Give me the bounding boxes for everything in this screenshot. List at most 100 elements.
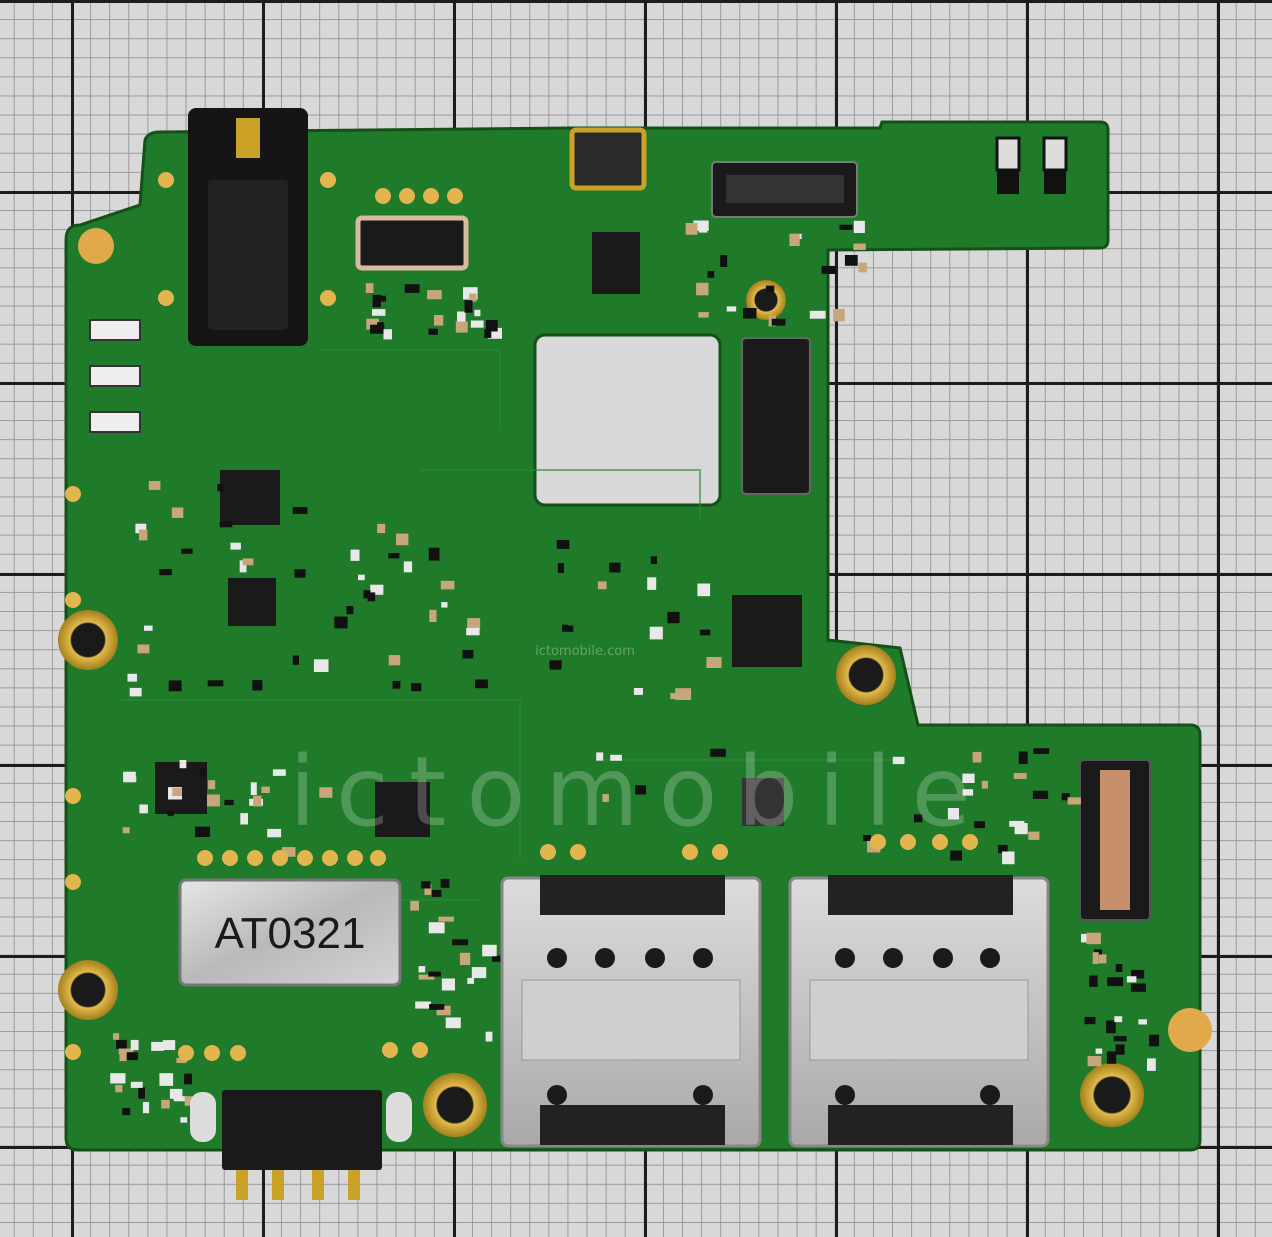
lcd-connector: [741, 337, 811, 495]
smd-part: [180, 1117, 188, 1123]
smd-part: [199, 768, 207, 777]
smd-part: [469, 293, 477, 302]
smd-part: [388, 655, 401, 666]
test-point: [158, 290, 174, 306]
smd-part: [1126, 976, 1137, 983]
smd-part: [698, 221, 708, 233]
smd-part: [1149, 1034, 1160, 1047]
smd-part: [696, 282, 709, 296]
test-point: [158, 172, 174, 188]
smd-part: [161, 1099, 170, 1109]
smd-part: [466, 627, 480, 636]
smd-part: [137, 644, 150, 654]
smd-part: [440, 878, 450, 888]
test-point: [870, 834, 886, 850]
smd-part: [1081, 933, 1089, 943]
smd-part: [602, 794, 609, 802]
test-point: [370, 850, 386, 866]
test-point: [320, 290, 336, 306]
smd-part: [142, 1102, 150, 1114]
smd-part: [372, 294, 381, 308]
test-point: [375, 188, 391, 204]
smd-part: [459, 952, 471, 965]
smd-part: [392, 680, 401, 689]
smd-part: [428, 971, 441, 977]
smd-part: [122, 827, 130, 834]
vibration-component: [569, 127, 647, 191]
smd-part: [129, 687, 142, 697]
test-point: [222, 850, 238, 866]
test-point: [423, 188, 439, 204]
test-point: [197, 850, 213, 866]
smd-part: [765, 285, 775, 292]
flex-connector: [355, 215, 469, 271]
smd-part: [457, 311, 466, 324]
smd-part: [127, 673, 137, 682]
smd-part: [171, 507, 184, 518]
smd-part: [670, 693, 679, 700]
test-point: [570, 844, 586, 860]
smd-part: [224, 799, 234, 806]
smd-part: [421, 881, 431, 889]
smd-part: [139, 529, 148, 541]
smd-part: [633, 688, 643, 695]
smd-part: [1089, 975, 1098, 987]
smd-part: [1018, 751, 1028, 765]
smd-part: [377, 523, 386, 534]
smd-part: [377, 322, 384, 330]
sim-tray-1: [500, 875, 762, 1148]
smd-part: [118, 1048, 134, 1055]
smd-part: [139, 804, 148, 814]
smd-part: [429, 609, 437, 622]
smd-part: [1014, 823, 1028, 835]
sim-tray-2: [788, 875, 1050, 1148]
smd-part: [549, 660, 562, 670]
test-point: [65, 592, 81, 608]
smd-part: [467, 977, 474, 984]
test-point: [297, 850, 313, 866]
watermark-url: ictomobile.com: [535, 644, 635, 659]
smd-part: [863, 835, 871, 841]
smd-part: [253, 795, 262, 807]
test-point: [247, 850, 263, 866]
smd-part: [434, 315, 444, 326]
smd-part: [445, 1017, 461, 1029]
smd-part: [440, 580, 455, 590]
smd-part: [771, 318, 786, 326]
smd-part: [892, 756, 905, 765]
smd-part: [162, 1040, 176, 1050]
smd-part: [184, 1073, 192, 1085]
side-contacts: [89, 319, 141, 433]
test-point: [65, 486, 81, 502]
smd-part: [913, 814, 923, 823]
smd-part: [294, 569, 306, 578]
smd-part: [853, 243, 866, 250]
smd-part: [675, 688, 692, 700]
shield-label: AT0321: [215, 909, 366, 958]
smd-part: [334, 616, 348, 629]
smd-part: [358, 574, 365, 581]
smd-components: [110, 220, 1160, 1123]
smd-part: [610, 754, 622, 761]
smd-part: [471, 967, 487, 979]
smd-part: [1106, 1020, 1116, 1034]
smd-part: [726, 306, 737, 312]
smd-part: [366, 318, 379, 330]
smd-part: [1002, 851, 1015, 865]
smd-part: [487, 327, 502, 339]
smd-part: [411, 683, 422, 692]
smd-part: [267, 828, 282, 838]
smd-part: [292, 655, 299, 665]
smd-part: [699, 629, 711, 636]
test-point: [932, 834, 948, 850]
smd-part: [1114, 1016, 1123, 1023]
smd-part: [168, 680, 182, 692]
smd-part: [1115, 964, 1123, 972]
smd-part: [207, 794, 220, 807]
smd-part: [122, 1107, 131, 1116]
smd-part: [365, 283, 374, 293]
smd-part: [367, 592, 376, 602]
smd-part: [649, 626, 663, 640]
smd-part: [172, 788, 182, 797]
